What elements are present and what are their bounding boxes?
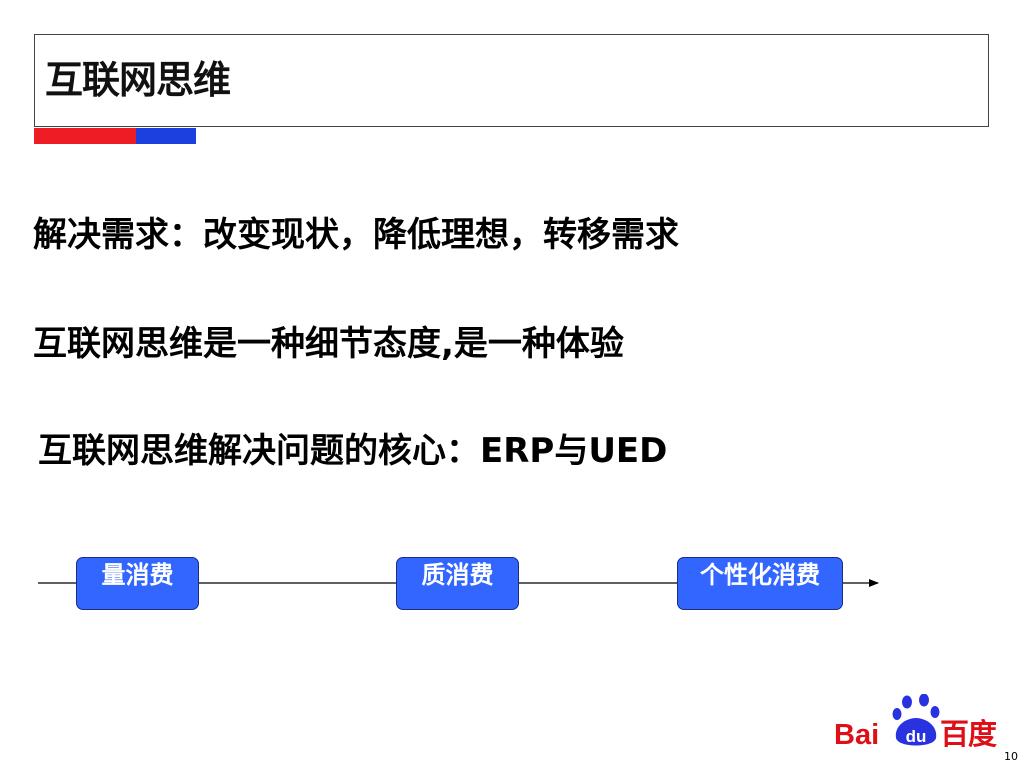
- title-accent-red-bar: [34, 128, 136, 144]
- bullet-core-erp-ued: 互联网思维解决问题的核心：ERP与UED: [38, 431, 668, 471]
- stage-personalized-consumption: 个性化消费: [677, 557, 843, 610]
- bullet-detail-attitude: 互联网思维是一种细节态度,是一种体验: [33, 324, 624, 364]
- logo-du-text: du: [906, 727, 927, 746]
- bullet-solve-demand: 解决需求：改变现状，降低理想，转移需求: [33, 215, 679, 255]
- stage-quantity-consumption: 量消费: [76, 557, 199, 610]
- slide-title-box: 互联网思维: [34, 34, 989, 127]
- title-accent-blue-bar: [136, 128, 196, 144]
- stage-quality-consumption: 质消费: [396, 557, 519, 610]
- baidu-logo: du Bai 百度: [834, 693, 1010, 754]
- baidu-paw-icon: du Bai 百度: [834, 693, 998, 751]
- logo-cn-text: 百度: [940, 717, 997, 751]
- page-number: 10: [1004, 750, 1018, 763]
- slide-title: 互联网思维: [45, 58, 231, 102]
- logo-bai-text: Bai: [834, 719, 879, 751]
